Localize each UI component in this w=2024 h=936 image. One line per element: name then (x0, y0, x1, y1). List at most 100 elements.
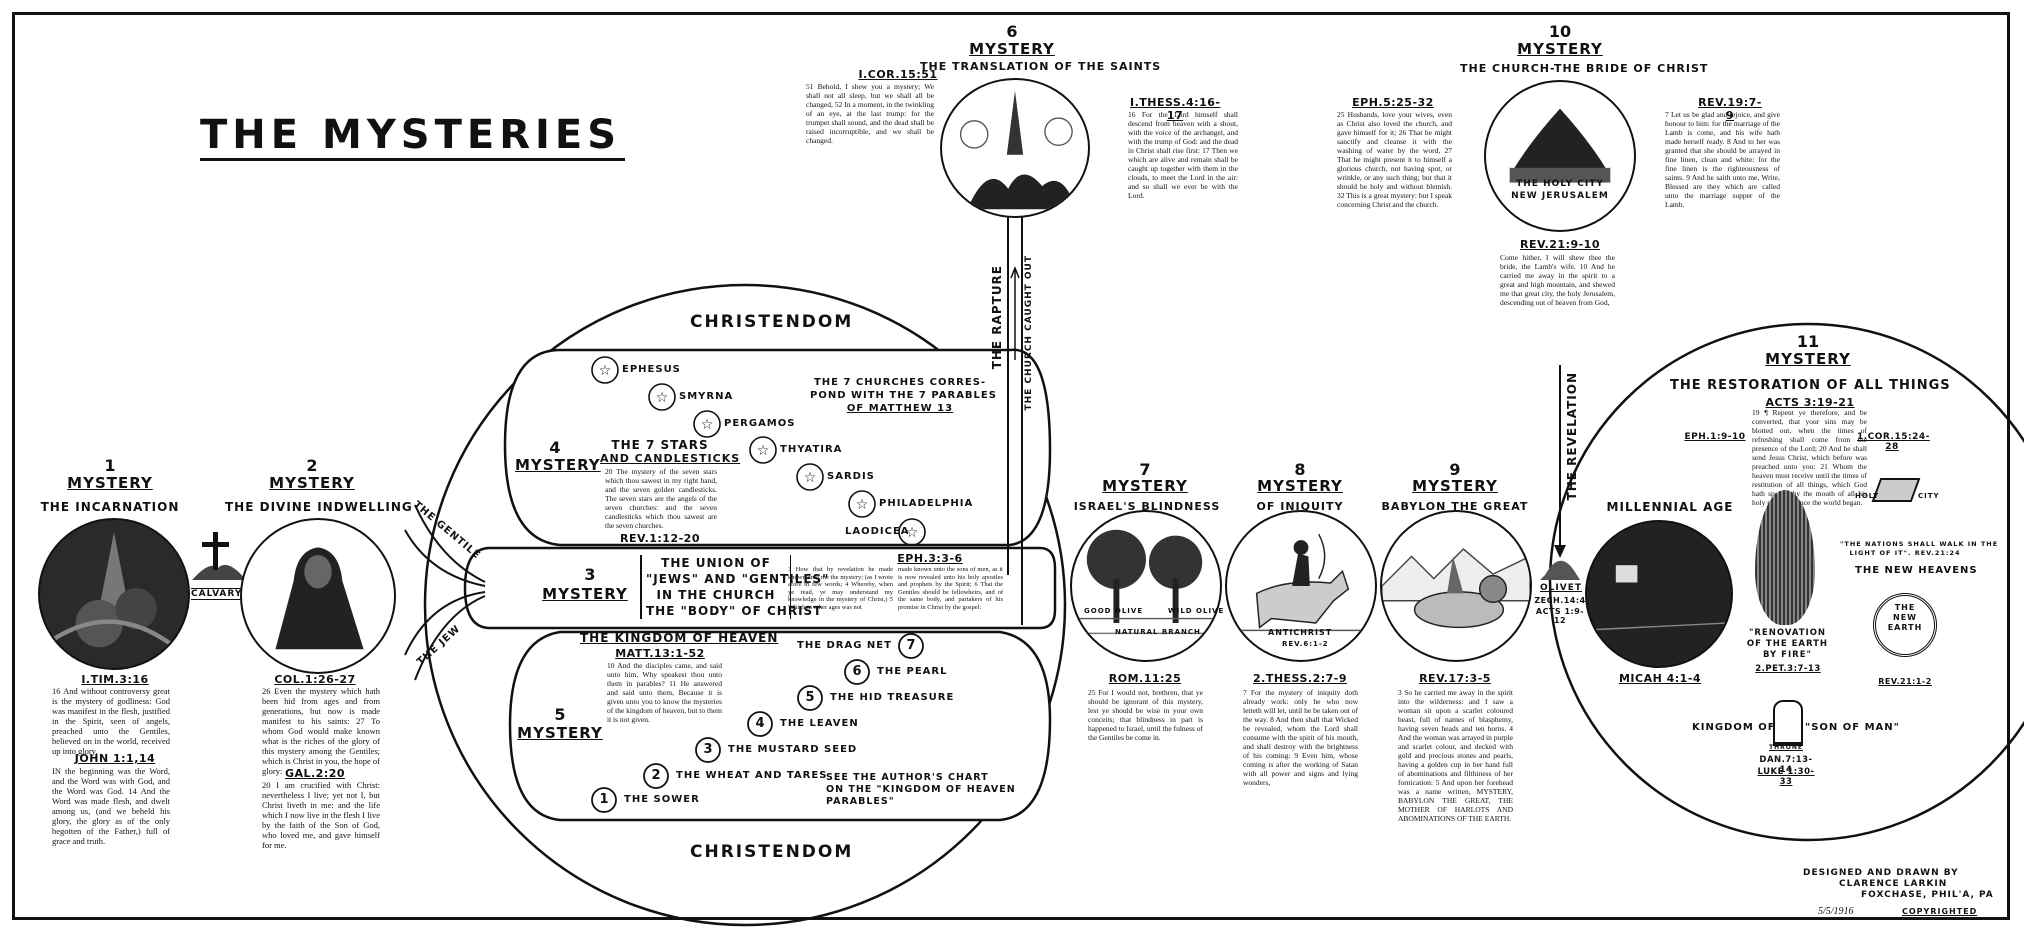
m10-ref-left: Eph.5:25-32 (1352, 96, 1434, 109)
parable-7-number: 7 (906, 638, 916, 653)
new-jerusalem-image (1484, 80, 1636, 232)
m1-ref-1: I.Tim.3:16 (81, 673, 149, 686)
caught-out-label: The Church Caught Out (1024, 255, 1034, 411)
new-earth-line: The (1894, 603, 1916, 612)
m6-verse-right: 16 For the Lord himself shall descend fr… (1128, 110, 1238, 200)
new-earth-line: Earth (1887, 623, 1923, 632)
m3-ref: Eph.3:3-6 (897, 552, 963, 565)
m4-heading-2: And Candlesticks (600, 452, 741, 465)
svg-text:☆: ☆ (599, 363, 612, 379)
mystery5-label: Mystery (517, 724, 603, 742)
m8-ref: 2.Thess.2:7-9 (1252, 672, 1347, 685)
mystery9-label: Mystery (1412, 477, 1498, 495)
parable-1: The Sower (624, 794, 700, 805)
kingdom-ref-2: Luke 1:30-33 (1757, 767, 1815, 787)
m11-right-ref: 1.Cor.15:24-28 (1857, 432, 1930, 452)
revelation-label: The Revelation (1565, 372, 1579, 501)
new-earth-label: The New Earth (1877, 603, 1933, 633)
mystery7-label: Mystery (1102, 477, 1188, 495)
holy-city-left: Holy (1855, 492, 1880, 500)
parable-6-number: 6 (852, 664, 862, 679)
new-jerusalem-label: New Jerusalem (1511, 191, 1609, 201)
kingdom-ref-1: Dan.7:13-14 (1759, 755, 1813, 775)
m5-note-line: On The "Kingdom Of Heaven (826, 784, 1016, 795)
m4-verse: 20 The mystery of the seven stars which … (605, 467, 717, 530)
m5-verse: 10 And the disciples came, and said unto… (607, 661, 722, 724)
parable-2-number: 2 (651, 768, 661, 783)
mystery3-label: Mystery (542, 585, 628, 603)
christendom-label-bottom: Christendom (690, 842, 854, 862)
m5-heading: The Kingdom Of Heaven (580, 631, 779, 645)
mystery9-number: 9 (1449, 460, 1461, 479)
antichrist-rider-image (1225, 510, 1377, 662)
parable-7: The Drag Net (797, 640, 892, 651)
olive-trees-image (1070, 510, 1222, 662)
mystery7-number: 7 (1139, 460, 1151, 479)
parable-3: The Mustard Seed (728, 744, 858, 755)
new-heavens-label: The New Heavens (1855, 565, 1978, 576)
m4-note: The 7 Churches Corres- pond With The 7 P… (810, 376, 997, 415)
christendom-circle (423, 283, 1067, 927)
mystery7-title: Israel's Blindness (1073, 500, 1221, 513)
svg-text:☆: ☆ (701, 417, 714, 433)
mystery11-label: Mystery (1765, 350, 1851, 368)
m5-note-line: Parables" (826, 796, 895, 807)
credit-line: Foxchase, Phil'a, Pa (1861, 890, 1994, 900)
millennial-age-label: Millennial Age (1606, 500, 1734, 514)
credit-line: Designed And Drawn By (1803, 868, 1959, 878)
renovation-ref: 2.Pet.3:7-13 (1755, 664, 1821, 674)
renovation-label: "Renovation Of The Earth By Fire" (1740, 628, 1835, 661)
m3-heading: The Union Of "Jews" and "Gentiles" In Th… (640, 555, 828, 619)
svg-text:☆: ☆ (757, 443, 770, 459)
olivet-label: Olivet (1540, 583, 1582, 593)
m3-line: The "Body" Of Christ (646, 604, 823, 618)
m11-left-ref: Eph.1:9-10 (1684, 432, 1746, 442)
m3-verse-a: 3 How that by revelation he made known u… (788, 566, 893, 611)
m2-ref-2: Gal.2:20 (284, 767, 346, 780)
m4-note-line: The 7 Churches Corres- (813, 377, 987, 388)
m7-good-olive: Good Olive (1084, 607, 1144, 615)
m7-ref: Rom.11:25 (1108, 672, 1182, 685)
m1-ref-2: John 1:1,14 (74, 752, 156, 765)
m7-natural-branch: Natural Branch (1115, 628, 1201, 636)
fire-icon (1755, 490, 1815, 625)
mystery8-title: Of Iniquity (1256, 500, 1344, 513)
svg-text:☆: ☆ (656, 390, 669, 406)
mystery2-title: The Divine Indwelling (225, 500, 413, 514)
mystery11-number: 11 (1796, 332, 1820, 351)
m5-note-line: See The Author's Chart (826, 772, 989, 783)
mystery11-circle (1548, 322, 2024, 842)
m7-wild-olive: Wild Olive (1168, 607, 1225, 615)
kingdom-left: Kingdom Of (1692, 722, 1776, 733)
throne-label: Throne (1769, 744, 1803, 751)
m11-center-verse: 19 ¶ Repent ye therefore, and be convert… (1752, 408, 1867, 507)
m3-verse-b: made known unto the sons of men, as it i… (898, 566, 1003, 611)
new-earth-icon (1873, 593, 1937, 657)
m7-verse: 25 For I would not, brethren, that ye sh… (1088, 688, 1203, 742)
mystery10-title: The Church-The Bride Of Christ (1460, 62, 1709, 75)
m10-ref-right: Rev.19:7-9 (1698, 96, 1762, 122)
mystery9-title: Babylon The Great (1381, 500, 1529, 513)
calvary-label: Calvary (191, 588, 243, 600)
parable-2: The Wheat and Tares (676, 770, 828, 781)
renovation-line: By Fire" (1763, 650, 1812, 660)
mystery3-number: 3 (584, 565, 596, 584)
m2-verse-1: 26 Even the mystery which hath been hid … (262, 686, 380, 776)
divine-indwelling-image (240, 518, 396, 674)
m2-verse-2: 20 I am crucified with Christ: neverthel… (262, 780, 380, 850)
kingdom-right: "Son Of Man" (1805, 722, 1900, 733)
babylon-beast-image (1380, 510, 1532, 662)
rapture-label: The Rapture (990, 265, 1004, 370)
m10-img-label: The Holy City New Jerusalem (1510, 178, 1610, 202)
m4-heading-1: The 7 Stars (611, 438, 709, 452)
mystery6-number: 6 (1006, 22, 1018, 41)
olivet-ref-1: Zech.14:4 (1534, 596, 1586, 605)
mystery6-title: The Translation Of The Saints (920, 60, 1162, 73)
m6-verse-left: 51 Behold, I shew you a mystery; We shal… (806, 82, 934, 145)
church-thyatira: Thyatira (780, 444, 843, 455)
m4-note-line: pond With The 7 Parables (810, 390, 997, 401)
credit-copyright: Copyrighted (1902, 907, 1978, 916)
holy-city-label: The Holy City (1516, 179, 1604, 189)
mystery10-label: Mystery (1517, 40, 1603, 58)
